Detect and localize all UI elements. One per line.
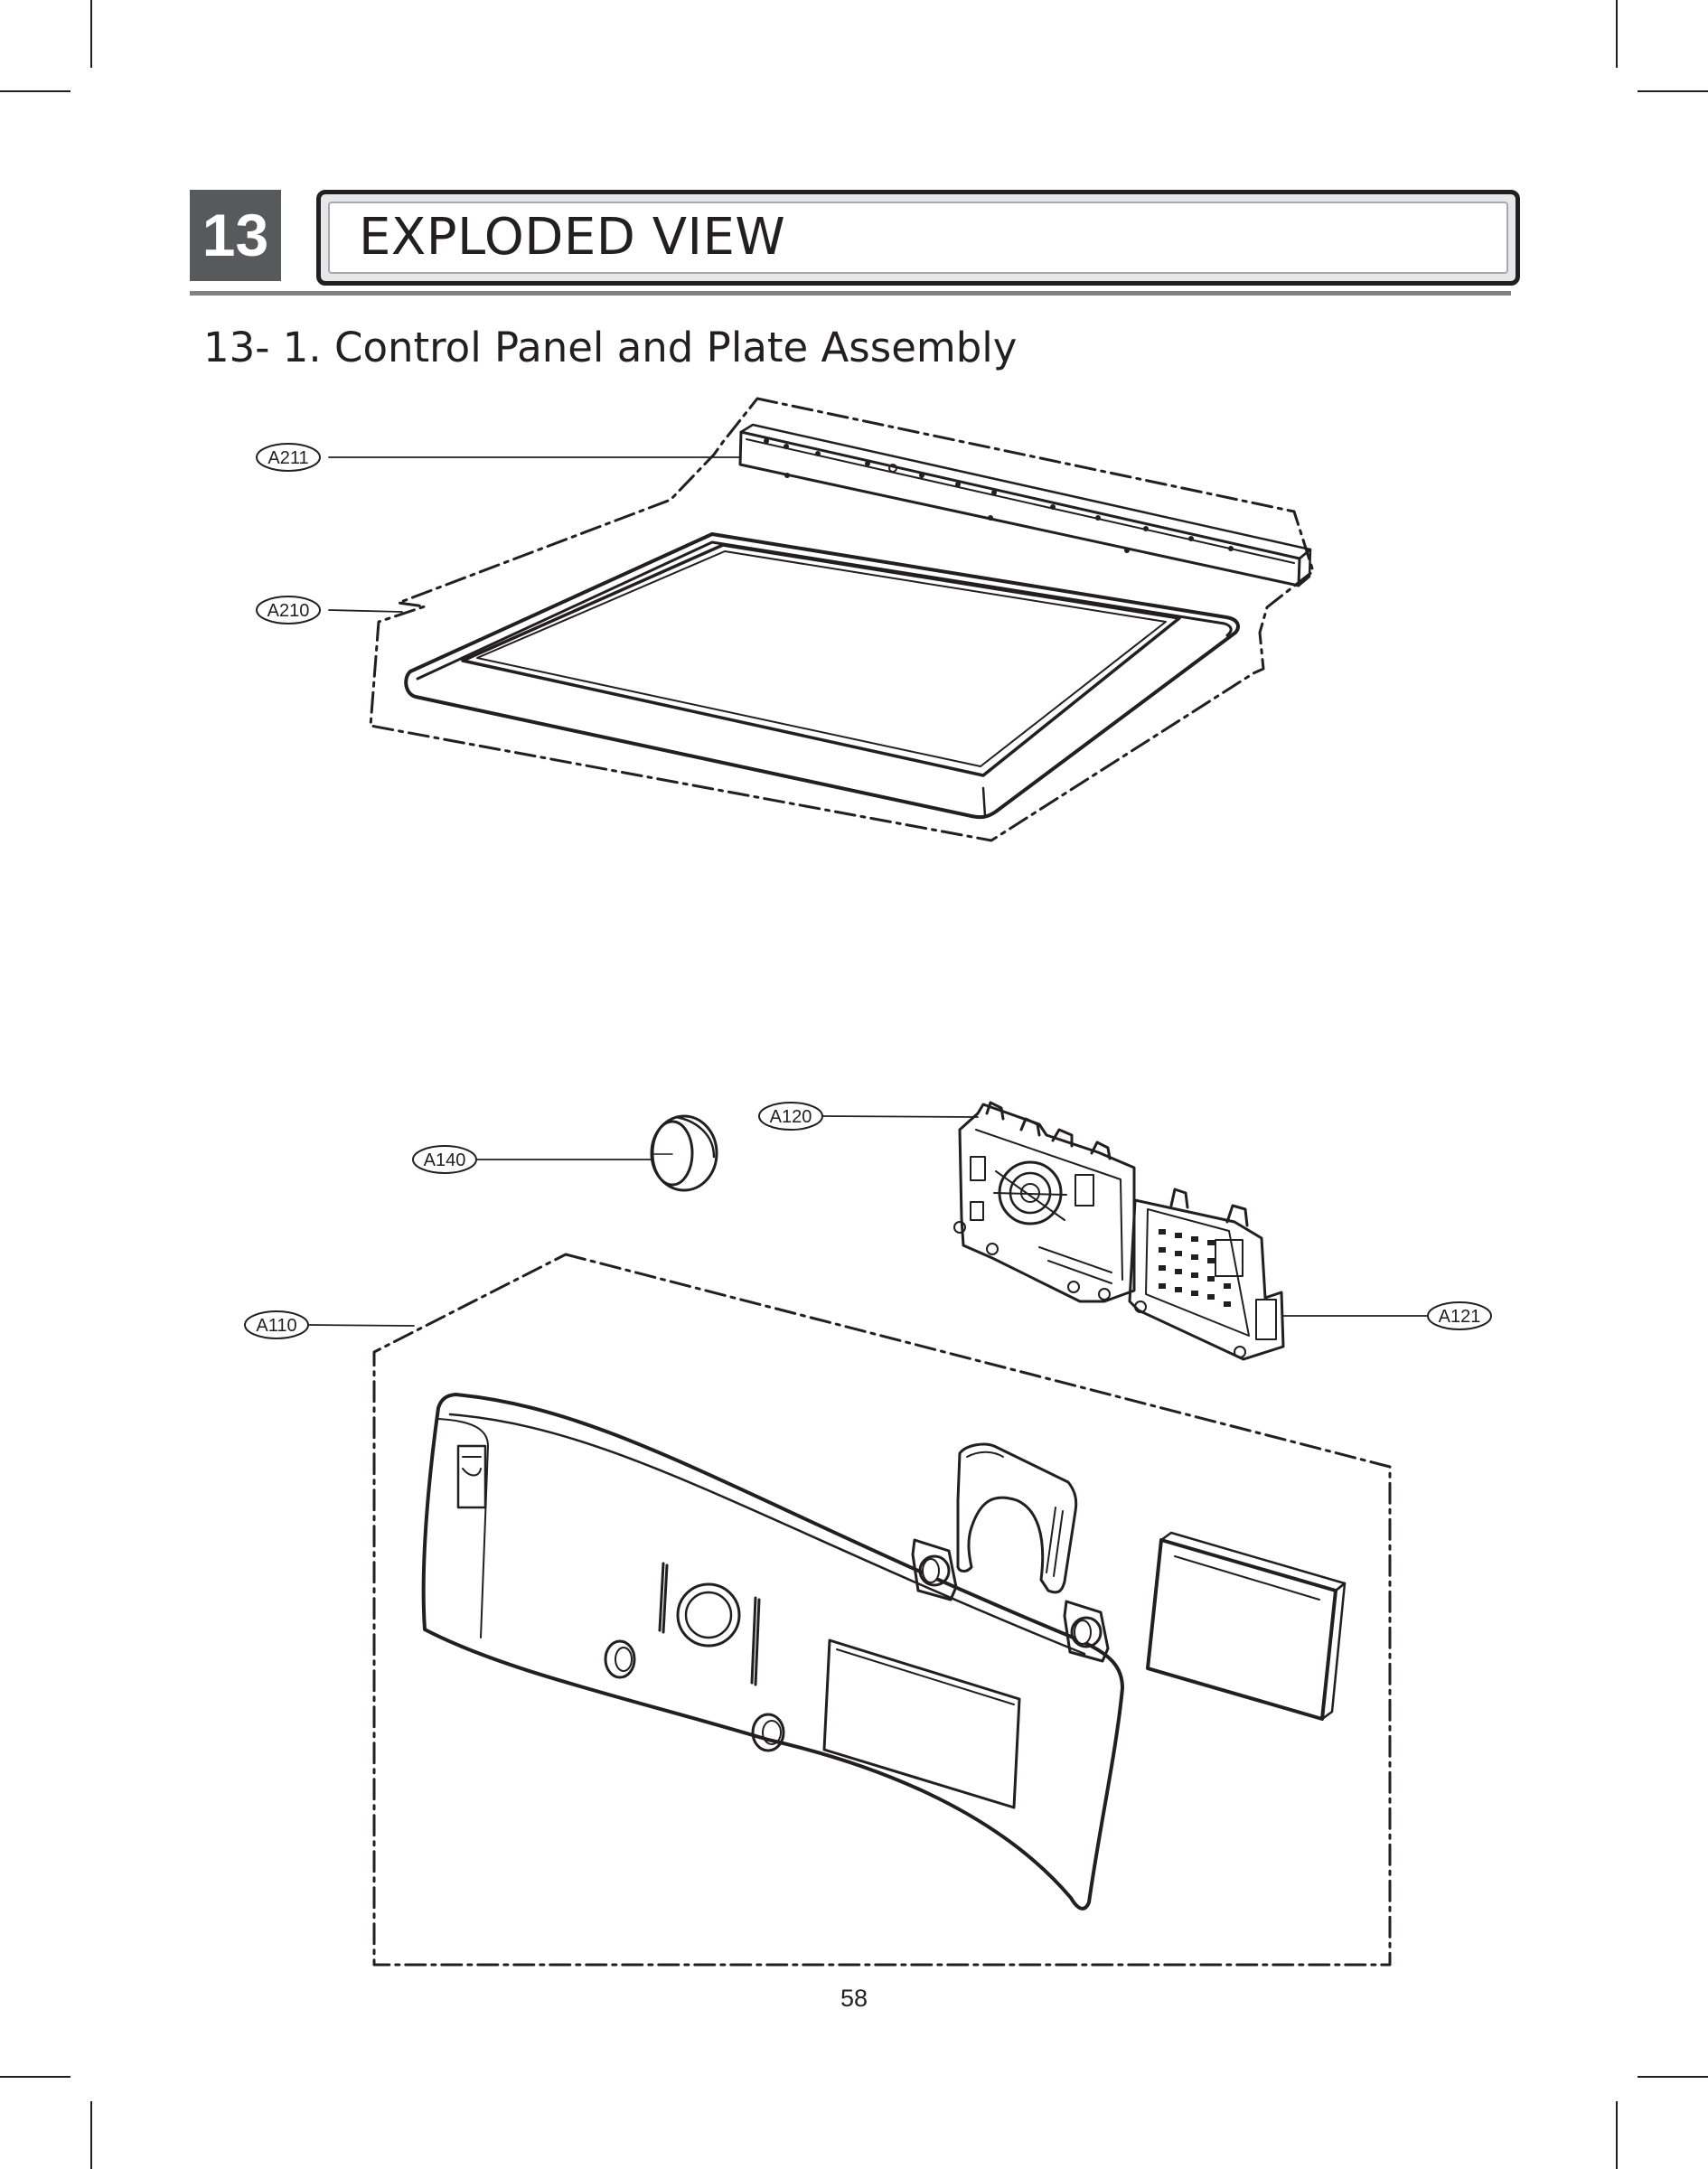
plate-assembly-boundary — [369, 397, 1315, 842]
leader-lines — [307, 456, 1429, 1327]
bracket-hole — [1124, 548, 1130, 553]
chapter-title: EXPLODED VIEW — [359, 208, 786, 267]
callout-label: A120 — [770, 1107, 812, 1127]
control-panel-boundary — [372, 1253, 1392, 1967]
bracket-hole — [1188, 536, 1194, 541]
callout-label: A211 — [267, 448, 308, 468]
crop-mark-top-left-h — [0, 90, 70, 92]
leader-line-a110 — [307, 1324, 415, 1327]
callout-label: A110 — [256, 1316, 296, 1336]
control-panel-a110 — [421, 1393, 1124, 1911]
bracket-hole — [888, 464, 897, 473]
section-title: 13- 1. Control Panel and Plate Assembly — [203, 324, 1018, 371]
push-button-left — [911, 1538, 958, 1601]
callout-a211: A211 — [256, 443, 321, 472]
bracket-hole — [991, 490, 997, 495]
bracket-hole — [784, 473, 790, 478]
knob-housing-bracket — [956, 1442, 1078, 1594]
panel-display-window — [822, 1638, 1021, 1809]
panel-button-hole — [751, 1713, 785, 1752]
panel-dial-opening — [676, 1582, 741, 1648]
callout-labels: A211 A210 A140 A120 A110 A121 — [244, 443, 1492, 1339]
callout-label: A210 — [267, 601, 310, 621]
callout-a121: A121 — [1427, 1301, 1492, 1330]
crop-mark-top-left-v — [90, 0, 92, 68]
header-rule — [190, 291, 1511, 296]
crop-mark-bottom-right-v — [1616, 2101, 1618, 2169]
crop-mark-top-right-h — [1638, 90, 1708, 92]
bracket-hole — [919, 473, 924, 478]
top-plate-a210 — [404, 532, 1240, 820]
display-board-a121 — [1128, 1188, 1285, 1361]
bracket-hole — [784, 444, 789, 449]
bracket-hole — [1050, 504, 1056, 510]
panel-button-hole — [604, 1639, 636, 1679]
callout-a120: A120 — [758, 1102, 823, 1131]
display-board-components — [1159, 1229, 1231, 1307]
crop-mark-top-right-v — [1616, 0, 1618, 68]
bracket-hole — [865, 461, 870, 466]
crop-mark-bottom-left-h — [0, 2076, 70, 2078]
bracket-hole — [1228, 546, 1234, 551]
callout-a110: A110 — [244, 1310, 309, 1339]
callout-label: A140 — [424, 1150, 466, 1170]
display-window-cover — [1146, 1531, 1347, 1721]
chapter-number-badge: 13 — [190, 190, 281, 281]
callout-a210: A210 — [256, 596, 321, 624]
push-button-right — [1063, 1600, 1110, 1663]
knob-a140 — [650, 1114, 718, 1192]
bracket-a211 — [738, 423, 1312, 587]
bracket-hole — [1143, 526, 1149, 531]
bracket-hole — [955, 482, 961, 487]
pcb-assembly-a120 — [953, 1101, 1136, 1303]
page-number: 58 — [840, 1985, 868, 2012]
plate-assembly-group — [369, 397, 1315, 842]
callout-a140: A140 — [412, 1145, 477, 1174]
chapter-title-box: EXPLODED VIEW — [316, 190, 1520, 286]
bracket-hole — [764, 438, 769, 444]
crop-mark-bottom-right-h — [1638, 2076, 1708, 2078]
bracket-hole — [815, 451, 821, 456]
crop-mark-bottom-left-v — [90, 2101, 92, 2169]
bracket-hole — [1095, 515, 1101, 521]
leader-line-a120 — [821, 1115, 979, 1118]
callout-label: A121 — [1439, 1307, 1481, 1327]
bracket-hole — [988, 515, 993, 521]
chapter-title-inner: EXPLODED VIEW — [328, 202, 1508, 274]
control-panel-group — [372, 1253, 1392, 1967]
panel-logo-plate — [456, 1444, 487, 1509]
leader-line-a210 — [328, 609, 403, 613]
